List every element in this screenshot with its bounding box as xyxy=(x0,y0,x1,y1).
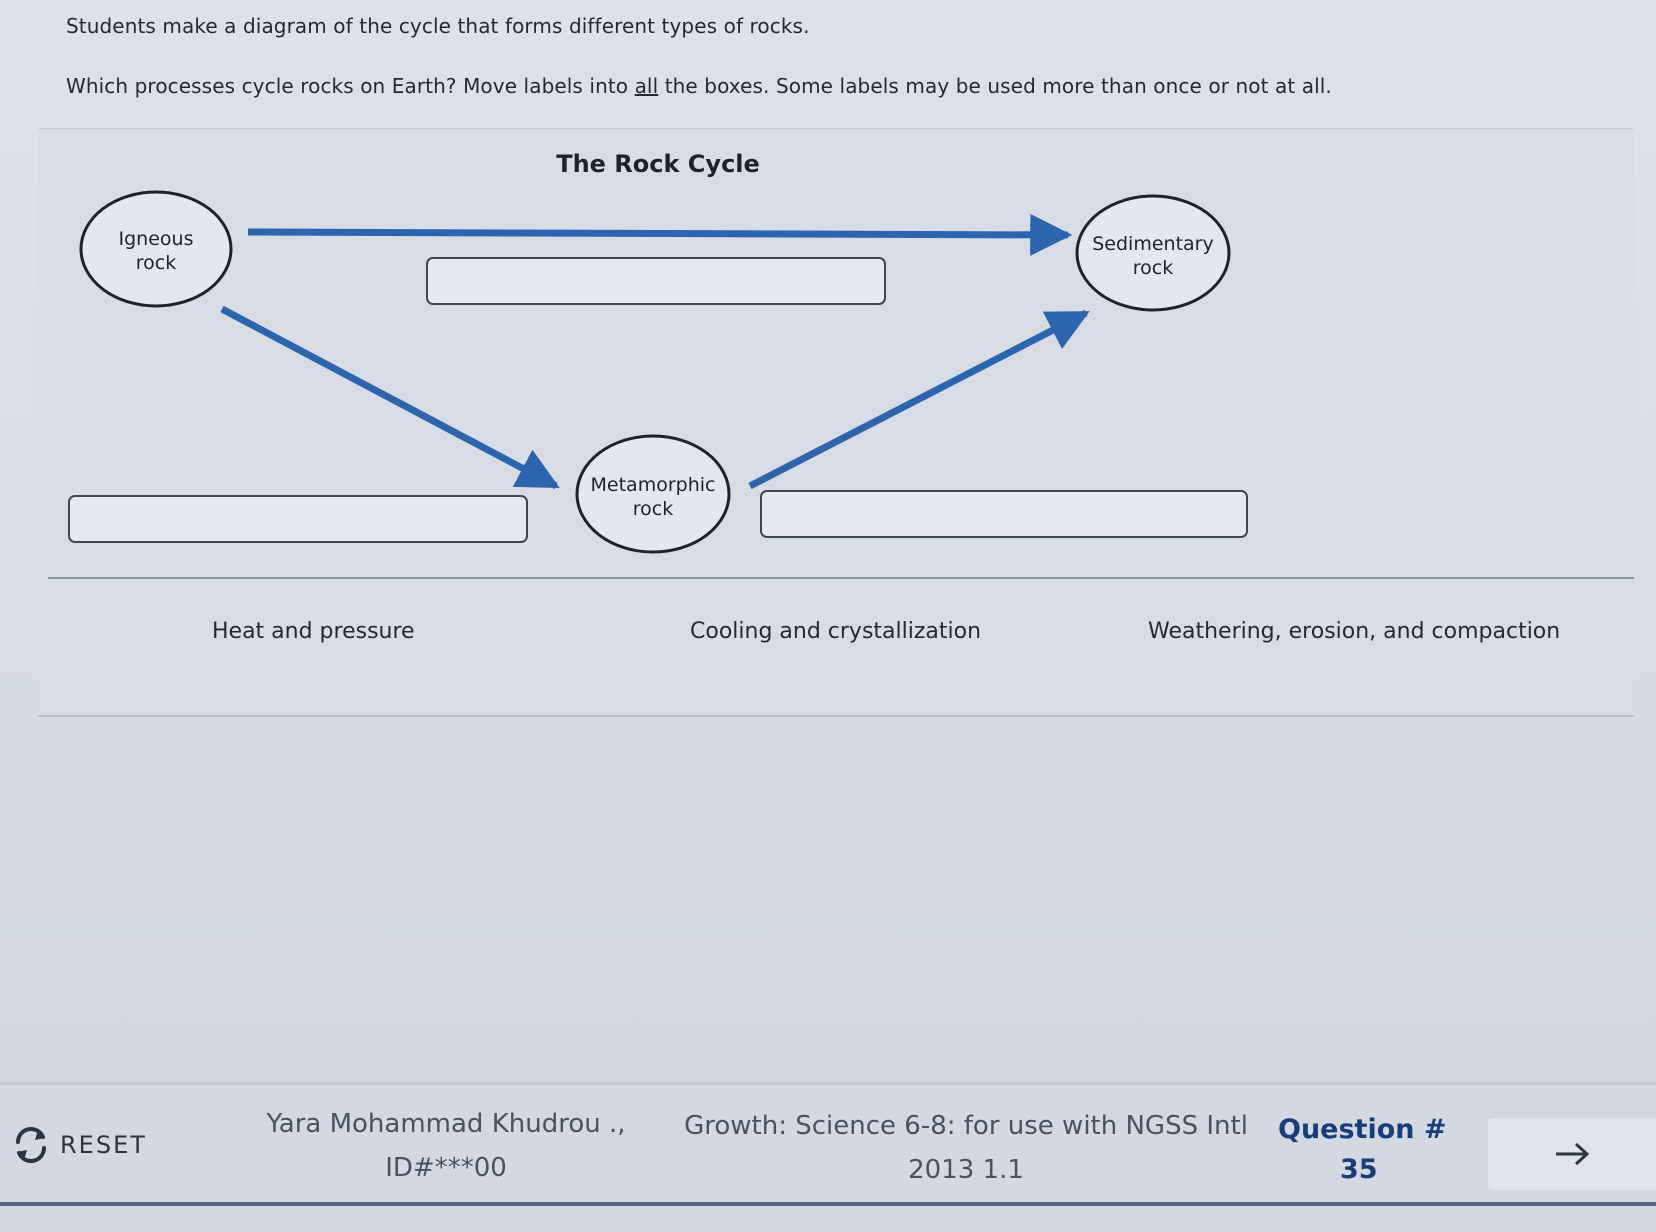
next-question-button[interactable] xyxy=(1488,1118,1656,1190)
drop-box-metamorphic-to-sedimentary[interactable] xyxy=(760,490,1248,538)
metamorphic-rock-ellipse xyxy=(575,434,731,554)
drop-box-igneous-to-sedimentary[interactable] xyxy=(426,257,886,305)
sedimentary-rock-label-line1: Sedimentary xyxy=(1092,233,1213,255)
instructions-part-2: the boxes. Some labels may be used more … xyxy=(658,74,1332,98)
footer-bar xyxy=(0,1082,1656,1215)
igneous-rock-ellipse xyxy=(79,190,233,308)
igneous-rock-label-line1: Igneous xyxy=(119,228,194,250)
metamorphic-rock-node: Metamorphic rock xyxy=(575,434,731,554)
reset-label: RESET xyxy=(60,1131,147,1159)
course-title: Growth: Science 6-8: for use with NGSS I… xyxy=(684,1111,1248,1141)
instructions-emphasis: all xyxy=(634,74,659,98)
arrow-metamorphic-to-sedimentary xyxy=(748,309,1090,490)
label-cooling-and-crystallization[interactable]: Cooling and crystallization xyxy=(690,619,982,644)
course-info: Growth: Science 6-8: for use with NGSS I… xyxy=(676,1104,1256,1192)
question-number-value: 35 xyxy=(1340,1154,1378,1185)
label-bank: Heat and pressure Cooling and crystalliz… xyxy=(38,619,1634,659)
arrow-igneous-to-sedimentary xyxy=(247,213,1073,256)
label-heat-and-pressure[interactable]: Heat and pressure xyxy=(212,619,415,644)
reset-button[interactable]: RESET xyxy=(10,1126,147,1164)
metamorphic-rock-label-line1: Metamorphic xyxy=(591,474,716,496)
drop-box-igneous-to-metamorphic[interactable] xyxy=(68,495,528,543)
arrow-right-icon xyxy=(1556,1142,1590,1166)
instructions-part-1: Which processes cycle rocks on Earth? Mo… xyxy=(66,74,635,98)
sedimentary-rock-ellipse xyxy=(1075,194,1231,312)
footer-bottom-line xyxy=(0,1202,1656,1206)
course-version: 2013 1.1 xyxy=(908,1155,1024,1185)
student-name: Yara Mohammad Khudrou ., xyxy=(266,1109,626,1139)
arrow-igneous-to-metamorphic xyxy=(220,305,560,490)
student-id: ID#***00 xyxy=(385,1153,507,1183)
reset-icon xyxy=(16,1127,46,1163)
igneous-rock-node: Igneous rock xyxy=(79,190,233,308)
metamorphic-rock-label-line2: rock xyxy=(633,498,673,520)
question-stem: Students make a diagram of the cycle tha… xyxy=(66,14,810,38)
igneous-rock-label-line2: rock xyxy=(136,252,176,274)
drag-drop-question-area: The Rock Cycle Igneous rock Sedimentary … xyxy=(38,128,1634,717)
rock-cycle-diagram: The Rock Cycle Igneous rock Sedimentary … xyxy=(79,150,1231,554)
question-number-label: Question # xyxy=(1278,1114,1447,1145)
question-instructions: Which processes cycle rocks on Earth? Mo… xyxy=(66,74,1332,98)
label-bank-divider xyxy=(48,577,1634,579)
sedimentary-rock-label-line2: rock xyxy=(1133,257,1173,279)
diagram-title: The Rock Cycle xyxy=(556,150,760,178)
sedimentary-rock-node: Sedimentary rock xyxy=(1075,194,1231,312)
label-weathering-erosion-compaction[interactable]: Weathering, erosion, and compaction xyxy=(1148,619,1561,644)
student-info: Yara Mohammad Khudrou ., ID#***00 xyxy=(236,1102,656,1190)
